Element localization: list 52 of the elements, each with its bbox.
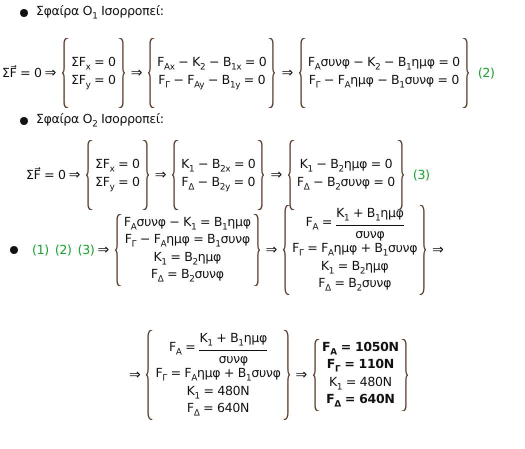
equation: F$_{Ax}$ − K$_{2}$ − B$_{1x}$ = 0 bbox=[157, 55, 266, 73]
equation: F$_{Δ}$ − B$_{2y}$ = 0 bbox=[181, 175, 256, 193]
heading: Σφαίρα O$_{2}$ Ισορροπεί: bbox=[36, 112, 164, 130]
equation: F$_{Γ}$ − F$_{Ay}$ − B$_{1y}$ = 0 bbox=[158, 73, 266, 91]
implies-arrow: ⇒ bbox=[129, 366, 140, 383]
equation: συνφ bbox=[355, 226, 384, 241]
equation: K$_{1}$ + B$_{1}$ημφ bbox=[336, 206, 404, 224]
equation: ΣF⃗ = 0 bbox=[26, 168, 66, 182]
equation-number: (3) bbox=[412, 168, 430, 182]
equation: ΣF$_{x}$ = 0 bbox=[95, 157, 140, 175]
equation: F$_{Γ}$ − F$_{A}$ημφ = B$_{1}$συνφ bbox=[124, 232, 250, 250]
implies-arrow: ⇒ bbox=[68, 166, 80, 184]
equation: F$_{A}$ = bbox=[306, 214, 332, 232]
implies-arrow: ⇒ bbox=[266, 242, 278, 258]
implies-arrow: ⇒ bbox=[130, 64, 142, 82]
equation: K$_{1}$ − B$_{2x}$ = 0 bbox=[181, 157, 256, 175]
equation: F$_{Γ}$ − F$_{A}$ημφ − B$_{1}$συνφ = 0 bbox=[308, 73, 459, 91]
equation: F$_{Δ}$ = B$_{2}$συνφ bbox=[318, 276, 392, 294]
implies-arrow: ⇒ bbox=[281, 64, 293, 82]
heading: Σφαίρα O$_{1}$ Ισορροπεί: bbox=[36, 4, 164, 22]
implies-arrow: ⇒ bbox=[270, 166, 282, 184]
equation: συνφ bbox=[218, 352, 248, 366]
equation-number: (2) bbox=[478, 66, 495, 80]
implies-arrow: ⇒ bbox=[154, 166, 166, 184]
equation: K$_{1}$ = B$_{2}$ημφ bbox=[320, 258, 388, 276]
equation: ΣF⃗ = 0 bbox=[2, 66, 42, 80]
equation: F$_{Δ}$ − B$_{2}$συνφ = 0 bbox=[296, 175, 395, 193]
equation-number: (1) bbox=[32, 242, 49, 257]
implies-arrow: ⇒ bbox=[97, 242, 109, 258]
equation: F$_{Δ}$ = 640N bbox=[186, 401, 250, 419]
equation: F$_{Γ}$ = F$_{A}$ημφ + B$_{1}$συνφ bbox=[292, 240, 418, 258]
equation: F$_{Δ}$ = B$_{2}$συνφ bbox=[150, 267, 224, 285]
equation: K$_{1}$ = B$_{2}$ημφ bbox=[154, 250, 222, 268]
equation: F$_{A}$συνφ − K$_{2}$ − B$_{1}$ημφ = 0 bbox=[308, 55, 460, 73]
equation: K$_{1}$ = 480N bbox=[186, 384, 250, 402]
equation: F$_{Δ}$ = 640N bbox=[326, 392, 395, 410]
equation: K$_{1}$ + B$_{1}$ημφ bbox=[199, 331, 267, 349]
equation: F$_{Γ}$ = F$_{A}$ημφ + B$_{1}$συνφ bbox=[155, 366, 281, 384]
implies-arrow: ⇒ bbox=[432, 242, 444, 258]
equation: K$_{1}$ − B$_{2}$ημφ = 0 bbox=[300, 157, 392, 175]
equation: ΣF$_{y}$ = 0 bbox=[71, 73, 116, 91]
equation: F$_{Γ}$ = 110N bbox=[326, 357, 394, 375]
implies-arrow: ⇒ bbox=[296, 366, 307, 383]
equation: F$_{A}$ = bbox=[169, 340, 196, 358]
equation-number: (2) bbox=[54, 242, 72, 257]
equation: F$_{A}$συνφ − K$_{1}$ = B$_{1}$ημφ bbox=[124, 214, 251, 232]
equation: F$_{A}$ = 1050N bbox=[322, 340, 399, 358]
equation: ΣF$_{x}$ = 0 bbox=[71, 55, 116, 73]
equation-number: (3) bbox=[78, 242, 94, 257]
implies-arrow: ⇒ bbox=[44, 64, 56, 82]
equation: K$_{1}$ = 480N bbox=[328, 374, 392, 392]
equation: ΣF$_{y}$ = 0 bbox=[95, 175, 140, 193]
